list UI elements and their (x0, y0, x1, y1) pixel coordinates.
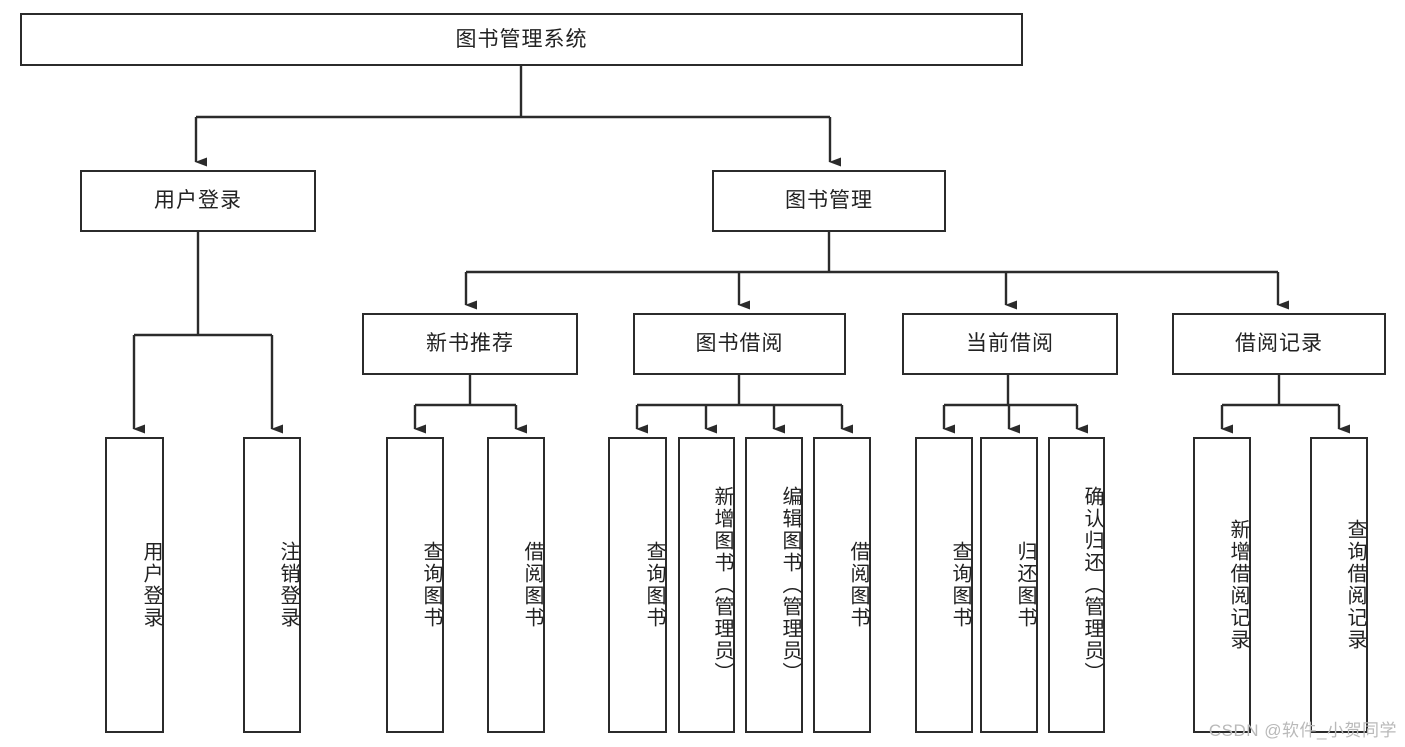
leaf-user-login-label: 用户登录 (140, 541, 162, 629)
leaf-query-book-recommend[interactable]: 查询图书 (386, 437, 444, 733)
node-book-borrow-label: 图书借阅 (695, 332, 784, 356)
leaf-logout[interactable]: 注销登录 (243, 437, 301, 733)
node-user-login[interactable]: 用户登录 (80, 170, 316, 232)
leaf-query-book-borrow-label: 查询图书 (643, 541, 665, 629)
leaf-query-book-recommend-label: 查询图书 (420, 541, 442, 629)
leaf-borrow-book-recommend[interactable]: 借阅图书 (487, 437, 545, 733)
node-borrow-record[interactable]: 借阅记录 (1172, 313, 1386, 375)
leaf-query-borrow-record[interactable]: 查询借阅记录 (1310, 437, 1368, 733)
leaf-logout-label: 注销登录 (277, 541, 299, 629)
node-new-book-recommend-label: 新书推荐 (426, 332, 514, 356)
leaf-edit-book-label: 编辑图书（管理员） (779, 486, 801, 684)
leaf-edit-book[interactable]: 编辑图书（管理员） (745, 437, 803, 733)
node-root-label: 图书管理系统 (455, 27, 588, 51)
leaf-borrow-book[interactable]: 借阅图书 (813, 437, 871, 733)
leaf-query-book-current-label: 查询图书 (949, 541, 971, 629)
node-book-manage[interactable]: 图书管理 (712, 170, 946, 232)
leaf-confirm-return[interactable]: 确认归还（管理员） (1048, 437, 1105, 733)
node-new-book-recommend[interactable]: 新书推荐 (362, 313, 578, 375)
leaf-return-book-label: 归还图书 (1014, 541, 1036, 629)
node-current-borrow[interactable]: 当前借阅 (902, 313, 1118, 375)
leaf-user-login[interactable]: 用户登录 (105, 437, 164, 733)
leaf-add-book-label: 新增图书（管理员） (711, 486, 733, 684)
node-user-login-label: 用户登录 (154, 189, 242, 213)
node-book-borrow[interactable]: 图书借阅 (633, 313, 846, 375)
node-borrow-record-label: 借阅记录 (1235, 332, 1323, 356)
leaf-borrow-book-label: 借阅图书 (847, 541, 869, 629)
leaf-add-book[interactable]: 新增图书（管理员） (678, 437, 735, 733)
leaf-borrow-book-recommend-label: 借阅图书 (521, 541, 543, 629)
leaf-add-borrow-record-label: 新增借阅记录 (1227, 519, 1249, 651)
leaf-query-borrow-record-label: 查询借阅记录 (1344, 519, 1366, 651)
leaf-query-book-borrow[interactable]: 查询图书 (608, 437, 667, 733)
node-root[interactable]: 图书管理系统 (20, 13, 1023, 66)
leaf-confirm-return-label: 确认归还（管理员） (1081, 486, 1103, 684)
leaf-return-book[interactable]: 归还图书 (980, 437, 1038, 733)
leaf-add-borrow-record[interactable]: 新增借阅记录 (1193, 437, 1251, 733)
node-book-manage-label: 图书管理 (785, 189, 873, 213)
leaf-query-book-current[interactable]: 查询图书 (915, 437, 973, 733)
csdn-watermark: CSDN @软件_小贺同学 (1208, 721, 1397, 740)
node-current-borrow-label: 当前借阅 (966, 332, 1054, 356)
